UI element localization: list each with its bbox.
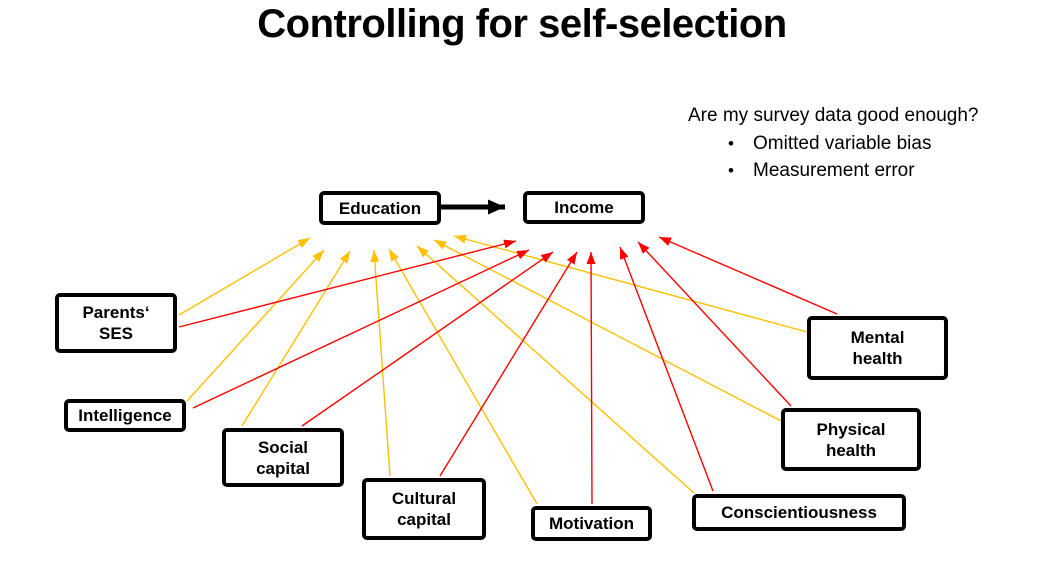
edge-parents-ses-to-income (178, 239, 517, 328)
slide-title: Controlling for self-selection (257, 2, 787, 46)
bullet-text: Measurement error (753, 160, 915, 181)
node-label-line: SES (98, 324, 134, 343)
node-label-line: capital (397, 510, 451, 529)
node-label-line: Motivation (549, 514, 634, 533)
node-motivation: Motivation (531, 506, 652, 541)
edge-social-capital-to-education (241, 250, 351, 427)
edge-mental-health-to-income (658, 236, 838, 315)
node-label-line: Cultural (391, 489, 457, 508)
node-intelligence: Intelligence (64, 399, 186, 432)
node-income: Income (523, 191, 645, 224)
survey-question-heading: Are my survey data good enough? (688, 105, 979, 126)
node-cultural-capital: Cultural capital (362, 478, 486, 540)
node-label-line: Income (554, 198, 614, 217)
node-label-line: capital (256, 458, 310, 478)
node-parents-ses: Parents‘ SES (55, 293, 177, 353)
node-label-line: Conscientiousness (721, 503, 877, 522)
edge-mental-health-to-education (453, 234, 808, 333)
node-label-line: Education (338, 198, 422, 218)
edge-motivation-to-income (586, 251, 596, 505)
edge-physical-health-to-income (637, 241, 792, 407)
node-label-line: Social (257, 437, 309, 457)
node-label-line: health (825, 440, 877, 460)
edge-intelligence-to-income (192, 249, 530, 409)
bullet-dot: • (728, 161, 734, 180)
edge-parents-ses-to-education (178, 237, 311, 316)
bullet-item: • Measurement error (728, 157, 1034, 184)
edge-cultural-capital-to-income (439, 251, 578, 477)
node-label-line: health (852, 349, 903, 368)
node-label-line: Intelligence (78, 406, 172, 425)
bullet-text: Omitted variable bias (753, 133, 932, 154)
edge-conscientiousness-to-education (416, 245, 695, 494)
edge-motivation-to-education (388, 248, 538, 505)
bullet-dot: • (728, 134, 734, 153)
edge-intelligence-to-education (186, 249, 325, 402)
survey-question-block: Are my survey data good enough? • Omitted… (688, 102, 1034, 184)
node-mental-health: Mental health (807, 316, 948, 380)
node-label-line: Mental (850, 328, 905, 347)
survey-question-bullets: • Omitted variable bias • Measurement erro… (688, 130, 1034, 184)
node-label-line: Parents‘ (82, 303, 150, 322)
edge-conscientiousness-to-income (619, 246, 714, 492)
node-label-line: Physical (816, 419, 886, 439)
bullet-item: • Omitted variable bias (728, 130, 1034, 157)
node-education: Education (319, 191, 441, 225)
edge-social-capital-to-income (301, 251, 554, 427)
edge-cultural-capital-to-education (370, 249, 391, 477)
edge-physical-health-to-education (433, 239, 782, 422)
node-conscientiousness: Conscientiousness (692, 494, 906, 531)
